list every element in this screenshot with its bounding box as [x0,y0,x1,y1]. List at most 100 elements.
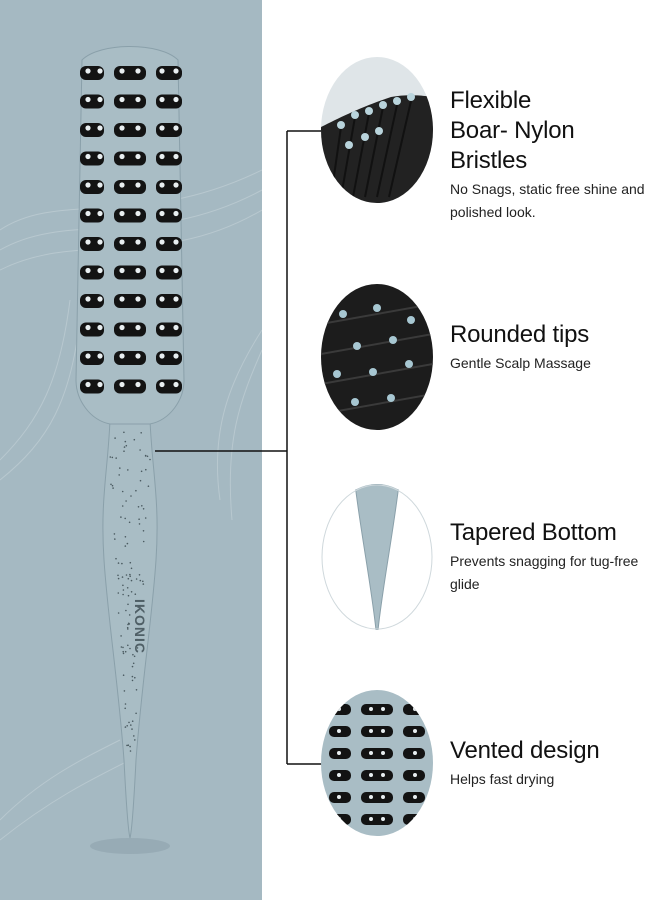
speckle [128,521,131,524]
speckle [131,720,134,722]
bristle-tip [85,267,91,274]
brush-shadow [90,838,170,854]
speckle [127,744,130,746]
speckle [123,450,125,453]
speckle [124,536,127,538]
speckle [129,575,131,578]
speckle [127,623,129,626]
speckle [141,505,143,507]
vent-bristle-tip [381,773,385,777]
bristle-tip [85,68,91,74]
bristle-tip [135,68,141,74]
bristle-tip [97,153,103,160]
speckle [135,578,138,580]
tapered-handle-closeup-image [321,484,433,630]
speckle [125,609,127,612]
bristle-tip [135,381,141,388]
speckle [135,489,137,492]
bristle-tip [135,353,141,359]
vent-bristle-tip [369,795,373,799]
speckle [123,690,126,692]
speckle [139,607,141,609]
feature-title: Tapered Bottom [450,519,617,546]
speckle [126,542,129,545]
speckle [124,517,126,520]
speckle [132,653,134,656]
bristle-tip [119,267,125,274]
speckle [129,561,132,564]
speckle [136,647,139,649]
bristle-tip [119,96,125,103]
bristle-tip [173,324,179,331]
vent-bristle-tip [413,795,417,799]
speckle [130,724,132,726]
bristle-tip [159,267,165,274]
vent-bristle-tip [337,729,341,733]
speckle [140,432,142,434]
bristle-tip [135,182,141,188]
speckle [118,474,120,476]
speckle [127,603,129,606]
speckle [134,593,137,595]
speckle [127,469,129,471]
speckle [111,456,114,459]
speckle [142,508,145,510]
bristle-tip [85,353,91,359]
speckle [133,438,136,441]
feature-rounded-tips: Rounded tips Gentle Scalp Massage [450,320,650,375]
feature-title: Vented design [450,737,600,764]
bristle-tip [173,68,179,74]
bristle-tip [159,153,165,160]
speckle [124,650,127,653]
speckle [121,562,123,565]
speckle [138,518,140,520]
speckle [142,530,145,532]
bristle-tip [159,296,165,302]
speckle [131,665,134,668]
vent-bristle-tip [381,795,385,799]
speckle [130,495,132,497]
speckle [117,574,119,577]
vent-bristle-tip [369,751,373,755]
feature-description: Helps fast drying [450,771,555,787]
speckle [110,483,112,486]
vent-bristle-tip [381,707,385,711]
bristle-tip [97,239,103,245]
bristle-tip [135,210,141,217]
bristle-tip [97,381,103,388]
bristle-tip [85,296,91,302]
speckle [119,467,121,469]
bristle-tip [97,210,103,217]
bristle-tip [85,153,91,160]
vent-bristle-tip [413,773,417,777]
speckle [122,674,125,676]
feature-description: Gentle Scalp Massage [450,355,591,371]
speckle [136,638,138,641]
bristle-tip [119,153,125,160]
bristle-tip [85,210,91,217]
speckle [122,584,124,587]
speckle [127,628,129,630]
bristle-tip [85,96,91,103]
speckle [125,500,127,502]
speckle [113,533,116,535]
bristle-tip [173,296,179,302]
vent-bristle-cluster [361,770,393,781]
feature-title: Rounded tips [450,321,590,348]
speckle [142,540,145,543]
speckle [135,712,137,715]
speckle [131,679,134,682]
vent-bristle-tip [413,817,417,821]
speckle [117,612,120,614]
speckle [137,506,140,508]
bristle-tip [85,182,91,188]
bristle-tip [135,239,141,245]
bristle-tip [97,125,103,131]
speckle [115,457,117,459]
speckle [127,644,129,647]
bristle-tip [97,182,103,188]
vent-bristle-tip [413,729,417,733]
feature-title: Flexible Boar- Nylon Bristles [450,87,575,174]
speckle [144,454,147,457]
